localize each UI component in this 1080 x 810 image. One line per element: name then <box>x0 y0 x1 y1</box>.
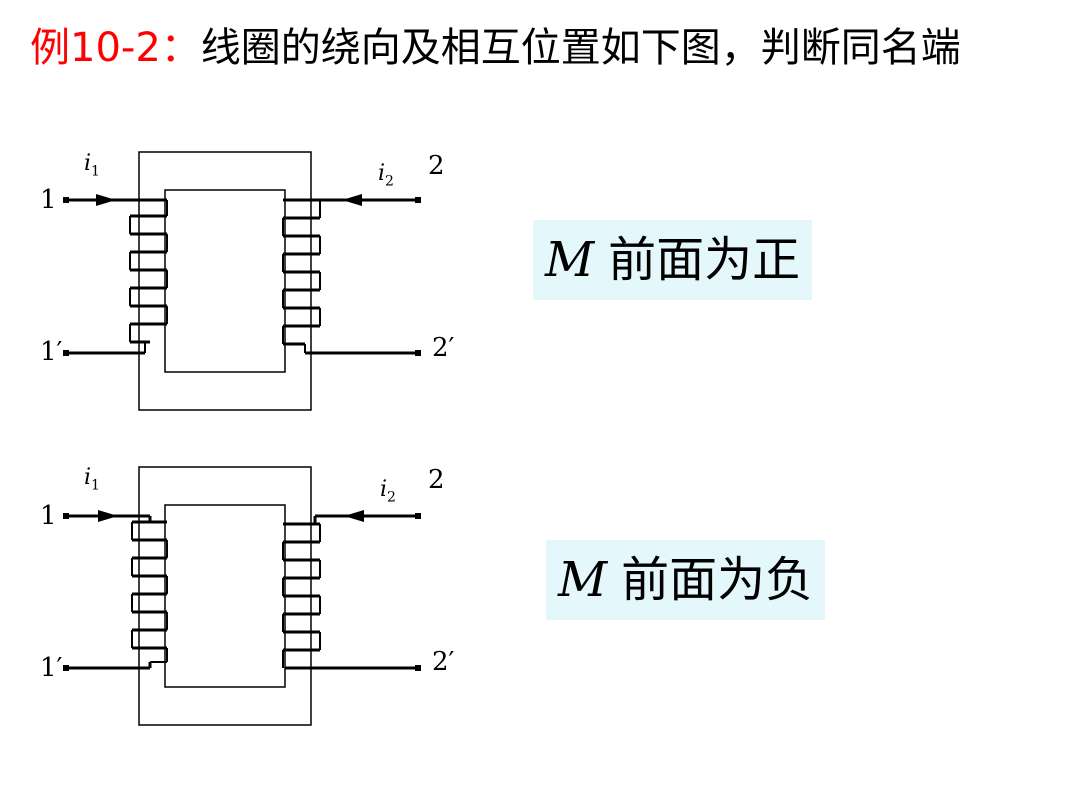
terminal-2-label: 2 <box>428 465 445 495</box>
transformer-drawing-bottom <box>63 466 421 726</box>
current-i2-label: i2 <box>378 160 394 195</box>
terminal-dot-2-prime <box>415 350 421 356</box>
current-symbol: i <box>84 465 92 490</box>
current-subscript: 1 <box>91 477 100 494</box>
terminal-dot-1 <box>63 513 69 519</box>
transformer-drawing-top <box>63 151 421 411</box>
current-symbol: i <box>380 477 388 502</box>
current-i1-label: i1 <box>84 464 100 499</box>
transformer-diagram-top: 1 1′ 2 2′ i1 i2 <box>0 130 480 430</box>
current-arrow-1 <box>98 510 118 522</box>
terminal-2-label: 2 <box>428 151 445 181</box>
mutual-inductance-symbol: M <box>558 552 608 608</box>
title-text: 线圈的绕向及相互位置如下图，判断同名端 <box>200 25 961 71</box>
result-text: 前面为正 <box>608 232 801 288</box>
transformer-diagram-bottom: 1 1′ 2 2′ i1 i2 <box>0 450 480 750</box>
terminal-1-prime-label: 1′ <box>40 653 63 683</box>
current-i2-label: i2 <box>380 476 396 511</box>
coil-left <box>131 516 168 668</box>
core-outer <box>138 151 312 411</box>
terminal-dot-2 <box>415 513 421 519</box>
terminal-dot-1 <box>63 197 69 203</box>
terminal-1-label: 1 <box>40 185 57 215</box>
slide-title: 例10-2：线圈的绕向及相互位置如下图，判断同名端 <box>30 22 961 74</box>
current-subscript: 2 <box>387 489 396 506</box>
example-number: 例10-2： <box>30 25 201 71</box>
core-inner <box>164 504 286 688</box>
coil-right <box>282 516 321 668</box>
current-symbol: i <box>84 151 92 176</box>
terminal-1-prime-label: 1′ <box>40 337 63 367</box>
current-subscript: 2 <box>385 173 394 190</box>
current-subscript: 1 <box>91 163 100 180</box>
current-i1-label: i1 <box>84 150 100 185</box>
terminal-dot-1-prime <box>63 350 69 356</box>
coil-right <box>282 198 321 353</box>
coil-left <box>129 198 168 353</box>
current-arrow-1 <box>96 194 116 206</box>
core-inner <box>164 189 286 373</box>
terminal-dot-2-prime <box>415 665 421 671</box>
terminal-2-prime-label: 2′ <box>432 647 455 677</box>
terminal-1-label: 1 <box>40 501 57 531</box>
terminal-2-prime-label: 2′ <box>432 333 455 363</box>
current-symbol: i <box>378 161 386 186</box>
mutual-inductance-symbol: M <box>545 232 595 288</box>
terminal-dot-1-prime <box>63 665 69 671</box>
terminal-dot-2 <box>415 197 421 203</box>
result-text: 前面为负 <box>621 552 814 608</box>
current-arrow-2 <box>342 194 362 206</box>
current-arrow-2 <box>344 510 364 522</box>
